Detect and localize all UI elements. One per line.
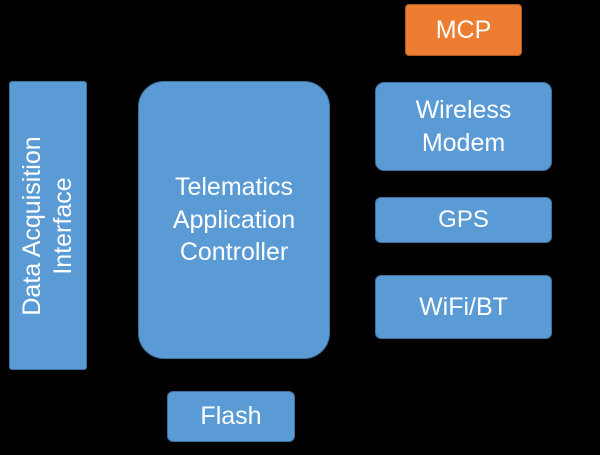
wireless-modem-block: Wireless Modem xyxy=(375,82,552,171)
wifi-bt-block: WiFi/BT xyxy=(375,275,552,339)
wifi-bt-label: WiFi/BT xyxy=(419,292,508,321)
data-acquisition-interface-block: Data Acquisition Interface xyxy=(9,81,87,370)
telematics-controller-line3: Controller xyxy=(179,238,289,267)
telematics-controller-line2: Application xyxy=(172,205,296,234)
gps-block: GPS xyxy=(375,197,552,243)
telematics-application-controller-block: Telematics Application Controller xyxy=(138,81,330,359)
flash-label: Flash xyxy=(200,402,262,431)
mcp-block: MCP xyxy=(405,4,522,56)
gps-label: GPS xyxy=(438,206,489,234)
data-acquisition-line2: Interface xyxy=(49,176,77,275)
wireless-modem-line1: Wireless xyxy=(415,96,512,124)
mcp-label: MCP xyxy=(435,15,492,44)
data-acquisition-line1: Data Acquisition xyxy=(17,135,46,316)
telematics-controller-line1: Telematics xyxy=(174,173,294,202)
data-acquisition-interface-label: Data Acquisition Interface xyxy=(17,81,80,370)
flash-block: Flash xyxy=(167,391,295,442)
wireless-modem-line2: Modem xyxy=(421,128,506,157)
